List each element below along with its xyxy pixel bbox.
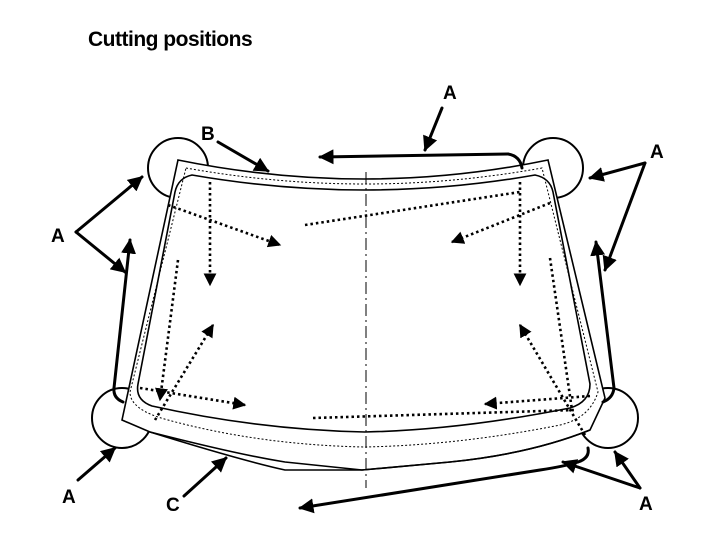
leader-a-top-right-1 — [588, 161, 647, 182]
wire-arrow — [155, 259, 180, 402]
cut-path-top — [318, 149, 510, 165]
wire-arrow — [518, 323, 587, 436]
wire-arrow — [139, 386, 247, 410]
wire-arrow — [153, 323, 215, 421]
wire-line — [548, 257, 574, 411]
leader-a-top — [423, 106, 444, 152]
cut-path-bottom-hook — [576, 446, 590, 464]
label-c: C — [166, 495, 180, 516]
leader-a-bottom-right-2 — [561, 459, 642, 490]
windshield-ceramic-line — [149, 429, 591, 471]
page-title: Cutting positions — [88, 28, 253, 51]
leader-c — [182, 456, 228, 498]
label-a-left: A — [51, 226, 65, 247]
leader-a-top-right-2 — [602, 161, 647, 272]
leader-a-left-2 — [74, 230, 127, 274]
label-a-bottom-left: A — [62, 487, 76, 508]
cut-path-right — [590, 240, 616, 390]
windshield-inner-edge — [136, 174, 591, 433]
cut-path-left — [112, 238, 137, 390]
cut-path-top-hook — [506, 152, 524, 170]
label-a-top: A — [443, 83, 457, 104]
leader-a-bottom-left — [76, 446, 117, 482]
windshield-outline — [121, 159, 606, 471]
wire-arrow — [483, 394, 591, 410]
label-b: B — [201, 124, 215, 145]
label-a-top-right: A — [650, 142, 664, 163]
cut-path-right-hook — [601, 386, 616, 404]
leader-a-bottom-right-1 — [613, 450, 642, 490]
cut-path-left-hook — [112, 386, 125, 404]
label-a-bottom-right: A — [639, 494, 653, 515]
leader-b — [216, 140, 270, 173]
wire-arrow — [167, 203, 282, 248]
leader-a-left-1 — [74, 175, 144, 234]
wire-arrow — [450, 201, 551, 244]
